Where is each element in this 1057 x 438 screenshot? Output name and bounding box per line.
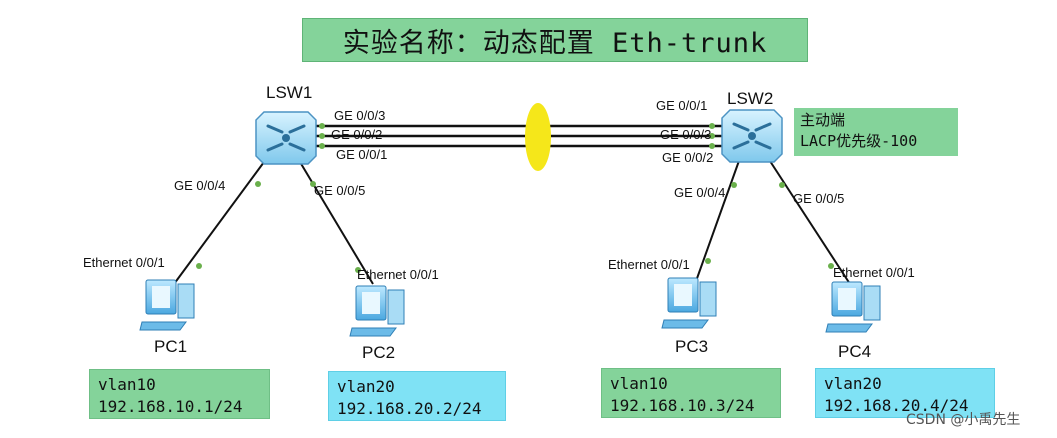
lsw2-trunk-port-3: GE 0/0/2: [662, 150, 714, 165]
lsw1-trunk-port-3: GE 0/0/1: [336, 147, 388, 162]
pc3-vlan: vlan10: [610, 374, 668, 393]
pc1-ip: 192.168.10.1/24: [98, 397, 243, 416]
lsw2-trunk-port-2: GE 0/0/3: [660, 127, 712, 142]
switch-lsw2-label: LSW2: [727, 89, 774, 108]
pc-icon[interactable]: [349, 285, 405, 337]
link-aggregation-ellipse: [525, 103, 551, 171]
pc2-name: PC2: [362, 343, 396, 362]
active-side-line1: 主动端: [800, 111, 846, 129]
pc3-info-box: vlan10 192.168.10.3/24: [601, 368, 781, 418]
pc3-name: PC3: [675, 337, 709, 356]
link-lsw1-pc2: [299, 161, 374, 285]
switch-lsw1-label: LSW1: [266, 83, 313, 102]
lsw2-trunk-port-1: GE 0/0/1: [656, 98, 708, 113]
pc4-port-label: Ethernet 0/0/1: [833, 265, 915, 280]
lsw2-port-to-pc3: GE 0/0/4: [674, 185, 726, 200]
switch-icon[interactable]: [721, 109, 783, 163]
lsw1-port-to-pc1: GE 0/0/4: [174, 178, 226, 193]
pc3-ip: 192.168.10.3/24: [610, 396, 755, 415]
pc2-ip: 192.168.20.2/24: [337, 399, 482, 418]
csdn-watermark: CSDN @小禹先生: [906, 412, 1021, 428]
active-side-line2: LACP优先级-100: [800, 132, 918, 150]
link-lsw1-pc1: [173, 161, 265, 285]
pc4-info-box: vlan20 192.168.20.4/24: [815, 368, 995, 418]
pc-icon[interactable]: [825, 281, 881, 333]
lsw1-trunk-port-2: GE 0/0/2: [331, 127, 383, 142]
port-indicators: [196, 123, 834, 273]
pc1-port-label: Ethernet 0/0/1: [83, 255, 165, 270]
pc4-name: PC4: [838, 342, 872, 361]
switch-icon[interactable]: [255, 111, 317, 165]
lsw2-port-to-pc4: GE 0/0/5: [793, 191, 845, 206]
pc1-info-box: vlan10 192.168.10.1/24: [89, 369, 270, 419]
lsw1-port-to-pc2: GE 0/0/5: [314, 183, 366, 198]
pc1-vlan: vlan10: [98, 375, 156, 394]
active-side-note: 主动端 LACP优先级-100: [794, 108, 958, 156]
pc1-name: PC1: [154, 337, 188, 356]
link-lsw2-pc3: [694, 157, 741, 285]
pc4-ip: 192.168.20.4/24: [824, 396, 969, 415]
pc3-port-label: Ethernet 0/0/1: [608, 257, 690, 272]
lsw1-trunk-port-1: GE 0/0/3: [334, 108, 386, 123]
pc4-vlan: vlan20: [824, 374, 882, 393]
pc2-info-box: vlan20 192.168.20.2/24: [328, 371, 506, 421]
link-lsw2-pc4: [767, 157, 851, 285]
pc-icon[interactable]: [661, 277, 717, 329]
experiment-title: 实验名称：动态配置 Eth-trunk: [302, 18, 808, 62]
pc2-port-label: Ethernet 0/0/1: [357, 267, 439, 282]
pc2-vlan: vlan20: [337, 377, 395, 396]
pc-icon[interactable]: [139, 279, 195, 331]
